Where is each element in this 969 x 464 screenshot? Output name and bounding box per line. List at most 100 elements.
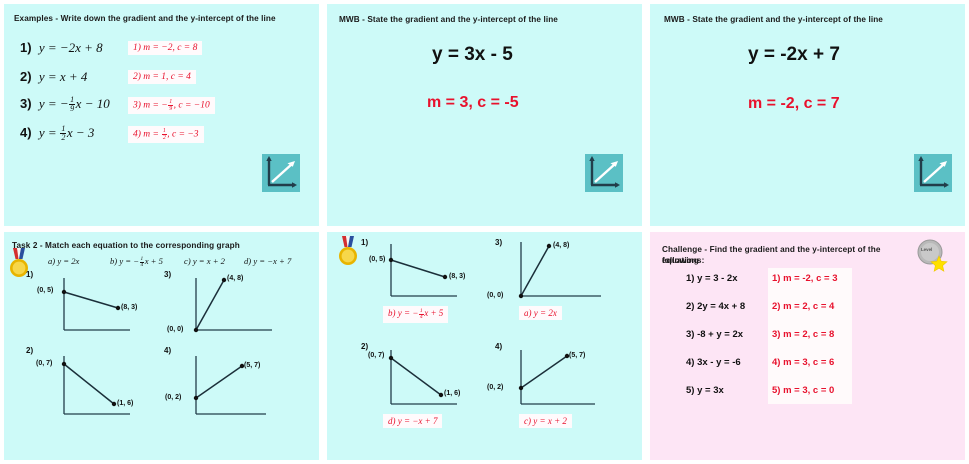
task2-answer-graph-1-index: 1) [361, 238, 369, 247]
gold-medal-icon [335, 236, 361, 266]
task2-answer-2-equation: y = −x + 7 [397, 416, 438, 426]
task2-answer-graph-2 [377, 348, 473, 417]
challenge-question-2: 2) 2y = 4x + 8 [686, 301, 746, 312]
mwb1-heading: MWB - State the gradient and the y-inter… [339, 15, 558, 24]
example-question-1-text: y = −2x + 8 [38, 40, 103, 55]
task2-option-d: d) y = −x + 7 [244, 256, 291, 266]
challenge-question-1: 1) y = 3 - 2x [686, 273, 738, 284]
task2-answer-graph-4-point-1: (0, 2) [487, 384, 504, 391]
task2-option-b-suffix: x + 5 [144, 256, 163, 266]
mwb1-answer: m = 3, c = -5 [427, 94, 519, 111]
challenge-answer-2: 2) m = 2, c = 4 [772, 301, 835, 312]
fraction-denominator: 2 [161, 134, 167, 141]
challenge-answer-1: 1) m = -2, c = 3 [772, 273, 838, 284]
fraction-denominator: 2 [60, 133, 67, 143]
example-question-1: 1) y = −2x + 8 [20, 40, 103, 56]
example-question-2-number: 2) [20, 69, 32, 84]
task2-answer-1-prefix: y = − [397, 308, 419, 318]
task2-graph-2-point-2: (1, 6) [117, 400, 134, 407]
task2-graph-4 [186, 352, 286, 429]
task2-answer-1-label: b) [388, 308, 396, 318]
mwb1-equation: y = 3x - 5 [432, 44, 513, 65]
fraction-numerator: 1 [419, 307, 423, 314]
task2-answer-3-equation: y = 2x [533, 308, 557, 318]
task2-option-d-equation: y = −x + 7 [253, 256, 292, 266]
task2-graph-2 [52, 352, 142, 429]
task2-answer-graph-2-index: 2) [361, 342, 369, 351]
fraction-denominator: 4 [139, 262, 145, 269]
task2-answer-4: c) y = x + 2 [519, 414, 572, 428]
fraction-numerator: 1 [70, 95, 75, 105]
task2-answer-graph-1-point-2: (8, 3) [449, 273, 466, 280]
fraction-denominator: 9 [168, 105, 174, 112]
example-question-1-number: 1) [20, 40, 32, 55]
task2-graph-4-point-2: (5, 7) [244, 362, 261, 369]
level-badge-text: Level [921, 247, 933, 252]
task2-answer-graph-2-point-2: (1, 6) [444, 390, 461, 397]
panel-challenge: Challenge - Find the gradient and the y-… [650, 232, 965, 460]
fraction-numerator: 1 [61, 124, 66, 134]
example-question-2-text: y = x + 4 [38, 69, 88, 84]
challenge-heading-line1: Challenge - Find the gradient and the y-… [662, 245, 881, 266]
task2-graph-1-point-2: (8, 3) [121, 304, 138, 311]
example-question-2: 2) y = x + 4 [20, 69, 87, 85]
example-question-4-suffix: x − 3 [66, 125, 95, 140]
task2-answer-2-label: d) [388, 416, 396, 426]
example-answer-3-suffix: , c = −10 [173, 100, 210, 111]
task2-answer-4-equation: y = x + 2 [533, 416, 567, 426]
fraction-denominator: 9 [69, 104, 76, 114]
example-answer-4-prefix: 4) m = [133, 129, 162, 140]
task2-option-a-label: a) [48, 256, 56, 266]
challenge-heading-line2: equations: [662, 256, 705, 265]
task2-answer-3: a) y = 2x [519, 306, 562, 320]
line-graph-icon [585, 154, 623, 192]
challenge-question-5: 5) y = 3x [686, 385, 724, 396]
task2-answer-graph-3 [509, 240, 613, 307]
example-question-3-prefix: y = − [38, 96, 69, 111]
task2-answer-graph-4 [509, 348, 613, 417]
challenge-answer-3: 3) m = 2, c = 8 [772, 329, 835, 340]
mwb2-answer: m = -2, c = 7 [748, 95, 840, 112]
line-graph-icon [262, 154, 300, 192]
task2-option-b-prefix: y = − [119, 256, 140, 266]
task2-graph-4-index: 4) [164, 346, 172, 355]
task2-answer-2: d) y = −x + 7 [383, 414, 443, 428]
challenge-answer-5: 5) m = 3, c = 0 [772, 385, 835, 396]
example-answer-2: 2) m = 1, c = 4 [128, 70, 196, 84]
task2-answer-1-suffix: x + 5 [424, 308, 444, 318]
fraction-numerator: 1 [169, 99, 173, 105]
task2-answer-graph-1-point-1: (0, 5) [369, 256, 386, 263]
task2-answer-graph-4-point-2: (5, 7) [569, 352, 586, 359]
task2-option-c-equation: y = x + 2 [192, 256, 225, 266]
task2-answer-graph-1 [377, 240, 473, 307]
task2-graph-1-point-1: (0, 5) [37, 287, 54, 294]
example-question-3-number: 3) [20, 96, 32, 111]
task2-answer-graph-4-index: 4) [495, 342, 503, 351]
mwb2-equation: y = -2x + 7 [748, 44, 840, 65]
gold-medal-icon [6, 248, 32, 278]
task2-answer-4-label: c) [524, 416, 531, 426]
task2-option-c: c) y = x + 2 [184, 256, 225, 266]
panel-examples: Examples - Write down the gradient and t… [4, 4, 319, 226]
fraction-denominator: 4 [418, 314, 424, 321]
mwb2-heading: MWB - State the gradient and the y-inter… [664, 15, 883, 24]
task2-option-c-label: c) [184, 256, 191, 266]
example-answer-4-suffix: , c = −3 [167, 129, 199, 140]
task2-answer-graph-3-point-1: (0, 0) [487, 292, 504, 299]
panel-task2: Task 2 - Match each equation to the corr… [4, 232, 319, 460]
task2-graph-2-point-1: (0, 7) [36, 360, 53, 367]
panel-mwb-2: MWB - State the gradient and the y-inter… [650, 4, 965, 226]
task2-graph-4-point-1: (0, 2) [165, 394, 182, 401]
task2-graph-3-point-1: (0, 0) [167, 326, 184, 333]
